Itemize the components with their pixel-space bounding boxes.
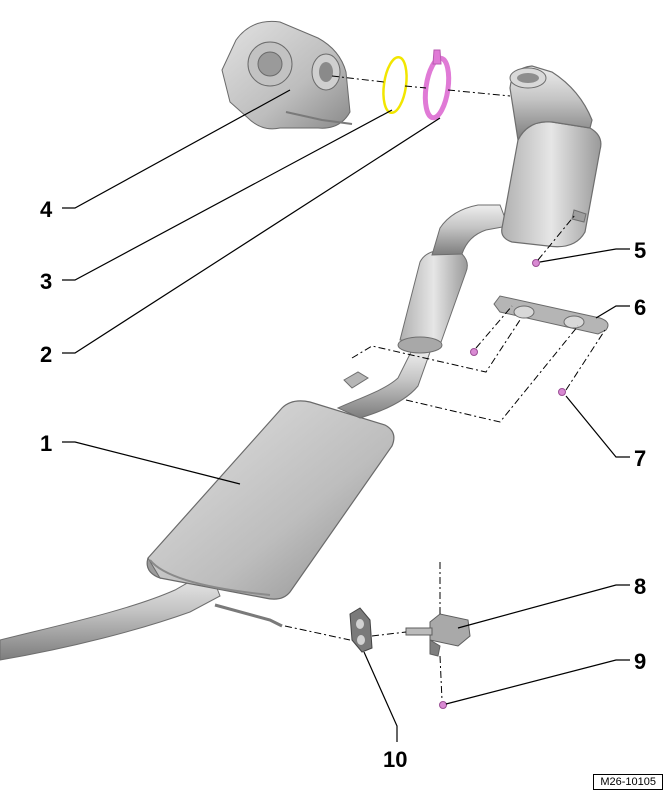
part-1-exhaust-pipe-with-silencer <box>0 349 431 661</box>
callout-8: 8 <box>634 574 646 599</box>
part-4-turbocharger <box>221 20 353 130</box>
part-7-bolt <box>558 388 566 396</box>
callout-9: 9 <box>634 649 646 674</box>
assembly-lines <box>284 75 606 701</box>
part-6-bracket <box>493 295 609 335</box>
callout-1: 1 <box>40 431 52 456</box>
callout-3: 3 <box>40 269 52 294</box>
part-10-rubber-mount <box>349 607 373 653</box>
callout-5: 5 <box>634 238 646 263</box>
leader-lines <box>62 89 630 742</box>
callout-10: 10 <box>383 747 407 772</box>
front-pipe-with-flex-section <box>397 204 509 354</box>
part-8-mounting-bracket <box>405 613 471 657</box>
fasteners <box>439 259 566 709</box>
part-3-gasket-ring <box>382 55 408 115</box>
callout-4: 4 <box>40 197 53 222</box>
part-5-nut <box>532 259 540 267</box>
part-9-bolt <box>439 701 447 709</box>
catalytic-converter <box>501 65 602 248</box>
callout-6: 6 <box>634 295 646 320</box>
bracket-bolt-left <box>470 348 478 356</box>
drawing-reference-code: M26-10105 <box>593 774 663 790</box>
part-2-clamp <box>422 49 452 121</box>
callout-2: 2 <box>40 342 52 367</box>
callout-labels: 4 3 2 1 5 6 7 8 9 10 <box>40 197 646 772</box>
callout-7: 7 <box>634 446 646 471</box>
